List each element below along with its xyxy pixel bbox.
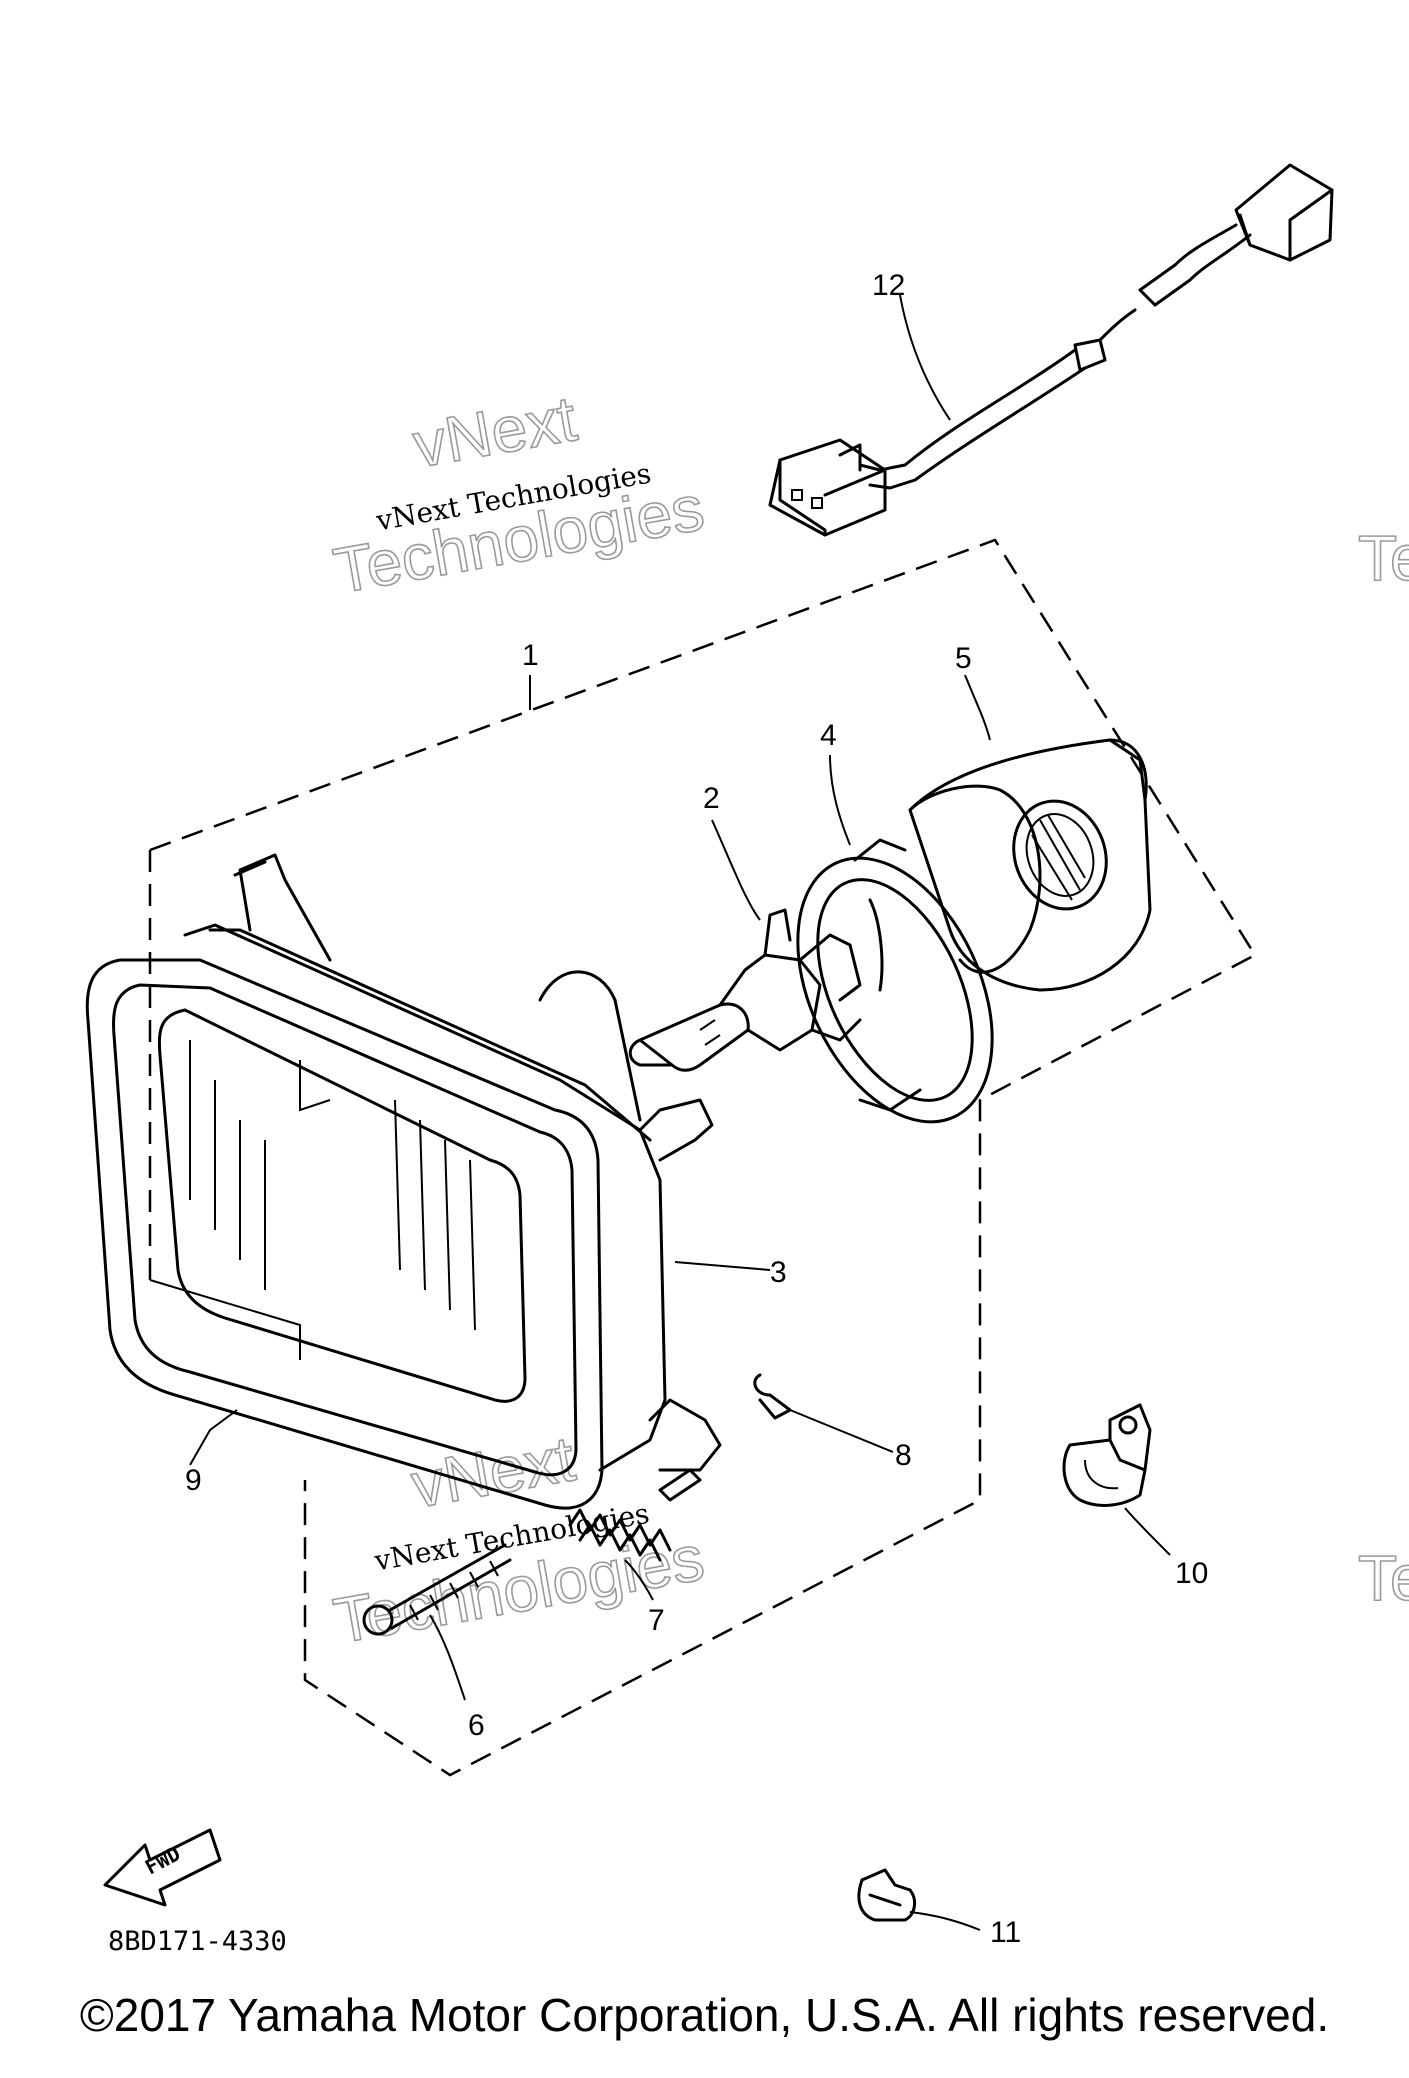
callout-12: 12 [872, 269, 905, 302]
rubber-cover [908, 738, 1152, 992]
wire-clip [857, 1868, 917, 1922]
spring [568, 1468, 702, 1562]
clip-pin [753, 1373, 792, 1420]
watermark-edge-1: Te [1358, 522, 1409, 594]
fwd-arrow: FWD [103, 1828, 222, 1907]
headlight-unit [85, 853, 722, 1510]
callout-11: 11 [990, 1916, 1021, 1949]
leader-lines [189, 294, 1171, 1931]
cable-clamp [1062, 1403, 1152, 1507]
callout-5: 5 [955, 642, 972, 675]
wire-harness [768, 163, 1334, 537]
callout-3: 3 [770, 1256, 787, 1289]
diagram-code: 8BD171-4330 [108, 1926, 287, 1957]
callout-1: 1 [522, 639, 539, 672]
copyright-notice: ©2017 Yamaha Motor Corporation, U.S.A. A… [79, 1989, 1330, 2041]
callout-4: 4 [820, 719, 837, 752]
callout-9: 9 [185, 1464, 202, 1497]
adjust-screw [362, 1543, 512, 1636]
retaining-ring [796, 838, 994, 1124]
assembly-outline [149, 538, 1257, 1777]
watermark-top: vNext Technologies vNext Technologies [328, 381, 710, 608]
callout-8: 8 [895, 1439, 912, 1472]
watermark-edge-2: Te [1358, 1542, 1409, 1614]
callout-6: 6 [468, 1709, 485, 1742]
callout-10: 10 [1175, 1557, 1208, 1590]
callout-7: 7 [648, 1604, 665, 1637]
watermark-big-1: vNext [408, 382, 582, 481]
callout-2: 2 [703, 782, 720, 815]
